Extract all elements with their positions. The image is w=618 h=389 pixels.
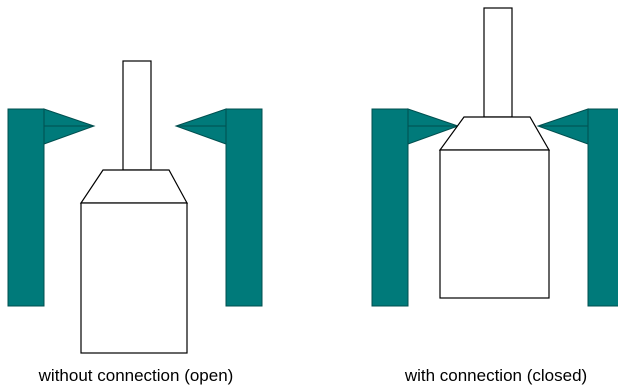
right-clamp [174, 108, 263, 307]
right-clamp [536, 108, 618, 307]
panel-open: without connection (open) [7, 60, 263, 385]
left-clamp [371, 108, 460, 307]
caption-open: without connection (open) [38, 366, 234, 385]
plug [79, 60, 189, 354]
plug [438, 7, 551, 299]
caption-closed: with connection (closed) [404, 366, 587, 385]
left-clamp [7, 108, 96, 307]
panel-closed: with connection (closed) [371, 7, 618, 385]
